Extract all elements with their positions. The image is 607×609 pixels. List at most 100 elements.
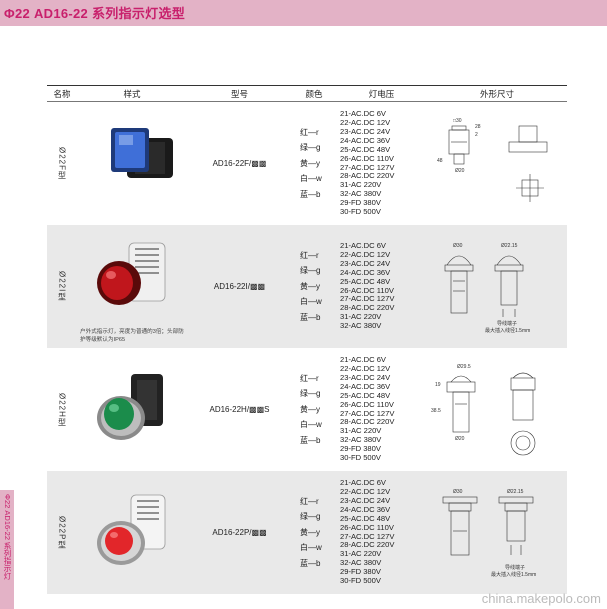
color-option: 绿—g xyxy=(300,143,321,153)
dim-label: Ø22.15 xyxy=(507,489,524,495)
dim-label: Ø30 xyxy=(453,243,463,249)
voltage-option: 23-AC.DC 24V xyxy=(340,372,391,382)
dim-label: 导线端子 xyxy=(505,564,525,571)
color-option: 白—w xyxy=(300,297,322,307)
color-option: 蓝—b xyxy=(300,435,321,445)
color-option: 黄—y xyxy=(300,527,320,537)
table-header-row: 名称 样式 型号 颜色 灯电压 外形尺寸 xyxy=(47,85,567,102)
voltage-option: 21-AC.DC 6V xyxy=(340,240,387,250)
color-option: 黄—y xyxy=(300,404,320,414)
product-photo xyxy=(77,471,187,594)
voltage-option: 31-AC 220V xyxy=(340,549,382,559)
voltage-option: 25-AC.DC 48V xyxy=(340,513,391,523)
dim-label: 最大插入线径1.5mm xyxy=(485,327,530,334)
dim-label: 38.5 xyxy=(431,408,441,414)
color-option: 蓝—b xyxy=(300,312,321,322)
voltage-option: 27-AC.DC 127V xyxy=(340,408,395,418)
table-row: Ø22P型 AD16-22P/▩▩ 红—r 绿—g 黄—y 白—w 蓝—b xyxy=(47,471,567,594)
voltage-option: 27-AC.DC 127V xyxy=(340,531,395,541)
voltage-option: 31-AC 220V xyxy=(340,180,382,190)
voltage-option: 26-AC.DC 110V xyxy=(340,285,394,295)
color-option: 绿—g xyxy=(300,389,321,399)
voltage-option: 21-AC.DC 6V xyxy=(340,355,387,365)
dim-label: 导线端子 xyxy=(497,320,517,327)
voltage-option: 26-AC.DC 110V xyxy=(340,153,394,163)
voltage-option: 25-AC.DC 48V xyxy=(340,276,391,286)
voltage-option: 21-AC.DC 6V xyxy=(340,109,387,119)
voltage-option: 27-AC.DC 127V xyxy=(340,294,395,304)
voltage-option: 28-AC.DC 220V xyxy=(340,540,395,550)
dim-label: Ø22.15 xyxy=(501,243,518,249)
voltage-option: 26-AC.DC 110V xyxy=(340,399,394,409)
voltage-option: 29-FD 380V xyxy=(340,444,381,454)
voltage-option: 32-AC 380V xyxy=(340,321,382,331)
side-tab xyxy=(0,490,14,609)
voltage-option: 31-AC 220V xyxy=(340,426,382,436)
table-row: Ø22F型 AD16-22F/▩▩ 红—r 绿—g 黄—y 白—w 蓝—b xyxy=(47,102,567,226)
voltage-option: 22-AC.DC 12V xyxy=(340,363,391,373)
dim-label: Ø20 xyxy=(455,168,465,174)
voltage-option: 30-FD 500V xyxy=(340,576,381,586)
voltage-list: 21-AC.DC 6V 22-AC.DC 12V 23-AC.DC 24V 24… xyxy=(336,109,427,217)
color-list: 红—r 绿—g 黄—y 白—w 蓝—b xyxy=(292,371,336,449)
color-option: 红—r xyxy=(300,127,319,137)
spec-table: 名称 样式 型号 颜色 灯电压 外形尺寸 Ø22F型 AD16-22F/▩▩ xyxy=(47,85,567,594)
table-row: Ø22I型 户外式指示灯，亮度为普通的3倍；头部防护等级默认为IP65 AD16… xyxy=(47,225,567,348)
dim-label: Ø29.5 xyxy=(457,364,471,370)
voltage-option: 21-AC.DC 6V xyxy=(340,478,387,488)
color-option: 红—r xyxy=(300,496,319,506)
product-note: 户外式指示灯，亮度为普通的3倍；头部防护等级默认为IP65 xyxy=(80,329,184,343)
color-option: 蓝—b xyxy=(300,558,321,568)
col-header-voltage: 灯电压 xyxy=(336,85,427,102)
product-photo: 户外式指示灯，亮度为普通的3倍；头部防护等级默认为IP65 xyxy=(77,225,187,348)
table-row: Ø22H型 AD16-22H/▩▩S 红—r 绿—g 黄—y 白—w 蓝—b xyxy=(47,348,567,471)
type-name: Ø22P型 xyxy=(57,515,67,550)
dim-label: Ø20 xyxy=(455,436,465,442)
dimension-drawing: □30 28 2 48 Ø20 xyxy=(427,102,567,225)
title-bar: Φ22 AD16-22 系列指示灯选型 xyxy=(0,0,607,26)
color-option: 白—w xyxy=(300,174,322,184)
color-option: 白—w xyxy=(300,420,322,430)
voltage-option: 25-AC.DC 48V xyxy=(340,390,391,400)
voltage-option: 23-AC.DC 24V xyxy=(340,495,391,505)
color-option: 红—r xyxy=(300,250,319,260)
color-option: 蓝—b xyxy=(300,189,321,199)
voltage-list: 21-AC.DC 6V 22-AC.DC 12V 23-AC.DC 24V 24… xyxy=(336,478,427,586)
color-list: 红—r 绿—g 黄—y 白—w 蓝—b xyxy=(292,494,336,572)
voltage-option: 24-AC.DC 36V xyxy=(340,504,391,514)
voltage-option: 28-AC.DC 220V xyxy=(340,171,395,181)
product-photo xyxy=(77,348,187,471)
voltage-option: 22-AC.DC 12V xyxy=(340,486,391,496)
voltage-option: 24-AC.DC 36V xyxy=(340,381,391,391)
col-header-model: 型号 xyxy=(187,85,292,102)
voltage-list: 21-AC.DC 6V 22-AC.DC 12V 23-AC.DC 24V 24… xyxy=(336,240,427,331)
voltage-option: 31-AC 220V xyxy=(340,312,382,322)
voltage-option: 28-AC.DC 220V xyxy=(340,303,395,313)
voltage-option: 29-FD 380V xyxy=(340,198,381,208)
color-option: 绿—g xyxy=(300,266,321,276)
type-name: Ø22F型 xyxy=(57,146,67,180)
product-photo xyxy=(77,102,187,225)
model-code: AD16-22I/▩▩ xyxy=(187,225,292,348)
model-code: AD16-22H/▩▩S xyxy=(209,405,270,414)
dim-label: 2 xyxy=(475,132,478,138)
voltage-option: 25-AC.DC 48V xyxy=(340,144,391,154)
dim-label: 48 xyxy=(437,158,443,164)
voltage-option: 27-AC.DC 127V xyxy=(340,162,395,172)
col-header-color: 颜色 xyxy=(292,85,336,102)
dim-label: 最大插入线径1.5mm xyxy=(491,571,536,578)
color-option: 黄—y xyxy=(300,281,320,291)
dim-label: 19 xyxy=(435,382,441,388)
model-code: AD16-22F/▩▩ xyxy=(212,159,267,168)
dimension-drawing: Ø30 Ø22.15 导线端子 最大插入线径1.5mm xyxy=(427,471,567,594)
type-name: Ø22H型 xyxy=(57,392,67,427)
voltage-list: 21-AC.DC 6V 22-AC.DC 12V 23-AC.DC 24V 24… xyxy=(336,355,427,463)
dim-label: □30 xyxy=(453,118,462,124)
voltage-option: 32-AC 380V xyxy=(340,435,382,445)
color-list: 红—r 绿—g 黄—y 白—w 蓝—b xyxy=(292,125,336,203)
dimension-drawing: Ø30 Ø22.15 导线端子 最大插入线径1.5mm xyxy=(427,225,567,348)
voltage-option: 22-AC.DC 12V xyxy=(340,117,391,127)
voltage-option: 26-AC.DC 110V xyxy=(340,522,394,532)
watermark: china.makepolo.com xyxy=(481,591,601,606)
voltage-option: 24-AC.DC 36V xyxy=(340,267,391,277)
